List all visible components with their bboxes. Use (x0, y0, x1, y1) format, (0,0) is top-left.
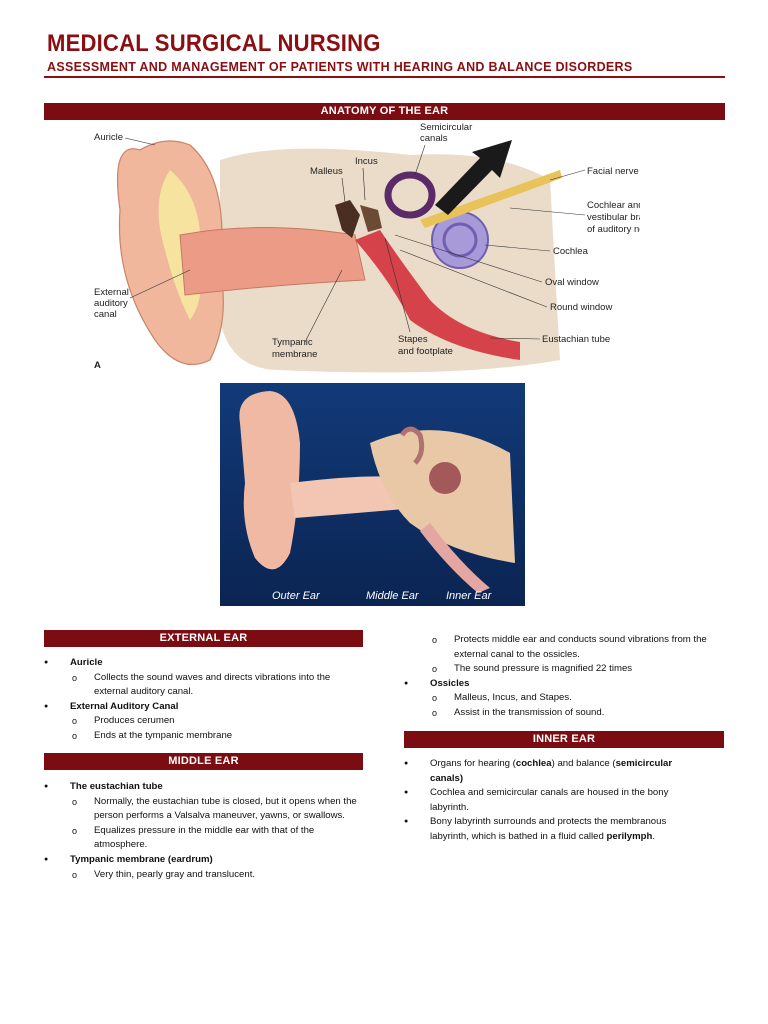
label-inner-ear: Inner Ear (446, 590, 493, 602)
inner-ear-list: Organs for hearing (cochlea) and balance… (404, 757, 704, 845)
list-item: Assist in the transmission of sound. (404, 706, 724, 721)
canal-photo-shape (290, 476, 415, 518)
list-item: Cochlea and semicircular canals are hous… (404, 786, 704, 815)
label-middle-ear: Middle Ear (366, 590, 420, 602)
label-stapes: Stapes (398, 334, 428, 345)
external-ear-heading: EXTERNAL EAR (44, 630, 363, 647)
label-vestibular: vestibular branches (587, 212, 640, 223)
inner-ear-heading: INNER EAR (404, 731, 724, 748)
label-round-window: Round window (550, 302, 612, 313)
label-tympanic: Tympanic (272, 337, 313, 348)
label-semicircular: Semicircular (420, 122, 472, 133)
malleus-shape (335, 200, 360, 238)
list-item: Equalizes pressure in the middle ear wit… (44, 824, 364, 853)
list-item: Auricle (44, 656, 364, 671)
label-membrane: membrane (272, 349, 317, 360)
middle-ear-list: The eustachian tube Normally, the eustac… (44, 780, 364, 882)
anatomy-heading: ANATOMY OF THE EAR (44, 103, 725, 120)
bone-photo-shape (370, 430, 515, 563)
list-item: Protects middle ear and conducts sound v… (404, 633, 724, 662)
external-ear-list: Auricle Collects the sound waves and dir… (44, 656, 364, 744)
label-footplate: and footplate (398, 346, 453, 357)
list-item: Collects the sound waves and directs vib… (44, 671, 364, 700)
cochlea-photo-shape (429, 462, 461, 494)
label-incus: Incus (355, 156, 378, 167)
middle-ear-heading: MIDDLE EAR (44, 753, 363, 770)
list-item: Tympanic membrane (eardrum) (44, 853, 364, 868)
list-item: The eustachian tube (44, 780, 364, 795)
label-auditory-nerve: of auditory nerve (587, 224, 640, 235)
nerve-shape (420, 170, 562, 228)
list-item: Normally, the eustachian tube is closed,… (44, 795, 364, 824)
label-cochlea: Cochlea (553, 246, 589, 257)
eustachian-shape (355, 230, 520, 360)
leader-lines (124, 137, 586, 343)
ear-sections-illustration: Outer Ear Middle Ear Inner Ear (220, 383, 525, 606)
text-run: Bony labyrinth surrounds and protects th… (430, 816, 667, 842)
list-item: Organs for hearing (cochlea) and balance… (404, 757, 704, 786)
label-auditory: auditory (94, 298, 128, 309)
page-subtitle: ASSESSMENT AND MANAGEMENT OF PATIENTS WI… (47, 60, 633, 74)
page-title: MEDICAL SURGICAL NURSING (47, 30, 381, 57)
list-item: Bony labyrinth surrounds and protects th… (404, 815, 704, 844)
tube-photo-shape (420, 523, 490, 593)
text-run-bold: perilymph (606, 830, 653, 842)
list-item: The sound pressure is magnified 22 times (404, 662, 724, 677)
label-malleus: Malleus (310, 166, 343, 177)
semicircular-shape (384, 171, 436, 219)
label-canal: canal (94, 309, 117, 320)
title-divider (44, 76, 725, 78)
incus-shape (360, 205, 382, 232)
label-oval-window: Oval window (545, 277, 599, 288)
label-external: External (94, 287, 129, 298)
outer-ear-shape (239, 391, 300, 570)
list-item: Malleus, Incus, and Stapes. (404, 691, 724, 706)
semicircular-photo-shape (399, 426, 425, 465)
label-outer-ear: Outer Ear (272, 590, 321, 602)
label-canals: canals (420, 133, 448, 144)
label-cochlear: Cochlear and (587, 200, 640, 211)
text-run-bold: cochlea (515, 758, 552, 769)
text-run: ) and balance ( (551, 758, 616, 769)
list-item: Ossicles (404, 677, 724, 692)
text-run: . (652, 830, 656, 842)
ear-anatomy-illustration: Auricle Semicircular canals Incus Malleu… (94, 122, 640, 373)
label-eustachian: Eustachian tube (542, 334, 610, 345)
list-item: External Auditory Canal (44, 700, 364, 715)
label-facial-nerve: Facial nerve (587, 166, 639, 177)
list-item: Produces cerumen (44, 714, 364, 729)
list-item: Ends at the tympanic membrane (44, 729, 364, 744)
list-item: Very thin, pearly gray and translucent. (44, 868, 364, 883)
text-run-bold: semicircular canals) (430, 758, 673, 784)
direction-arrow (435, 140, 512, 215)
figure-letter: A (94, 360, 101, 371)
text-run: Organs for hearing ( (430, 758, 516, 769)
canal-shape (179, 227, 366, 296)
label-auricle: Auricle (94, 132, 123, 143)
middle-ear-continued-list: Protects middle ear and conducts sound v… (404, 633, 724, 721)
